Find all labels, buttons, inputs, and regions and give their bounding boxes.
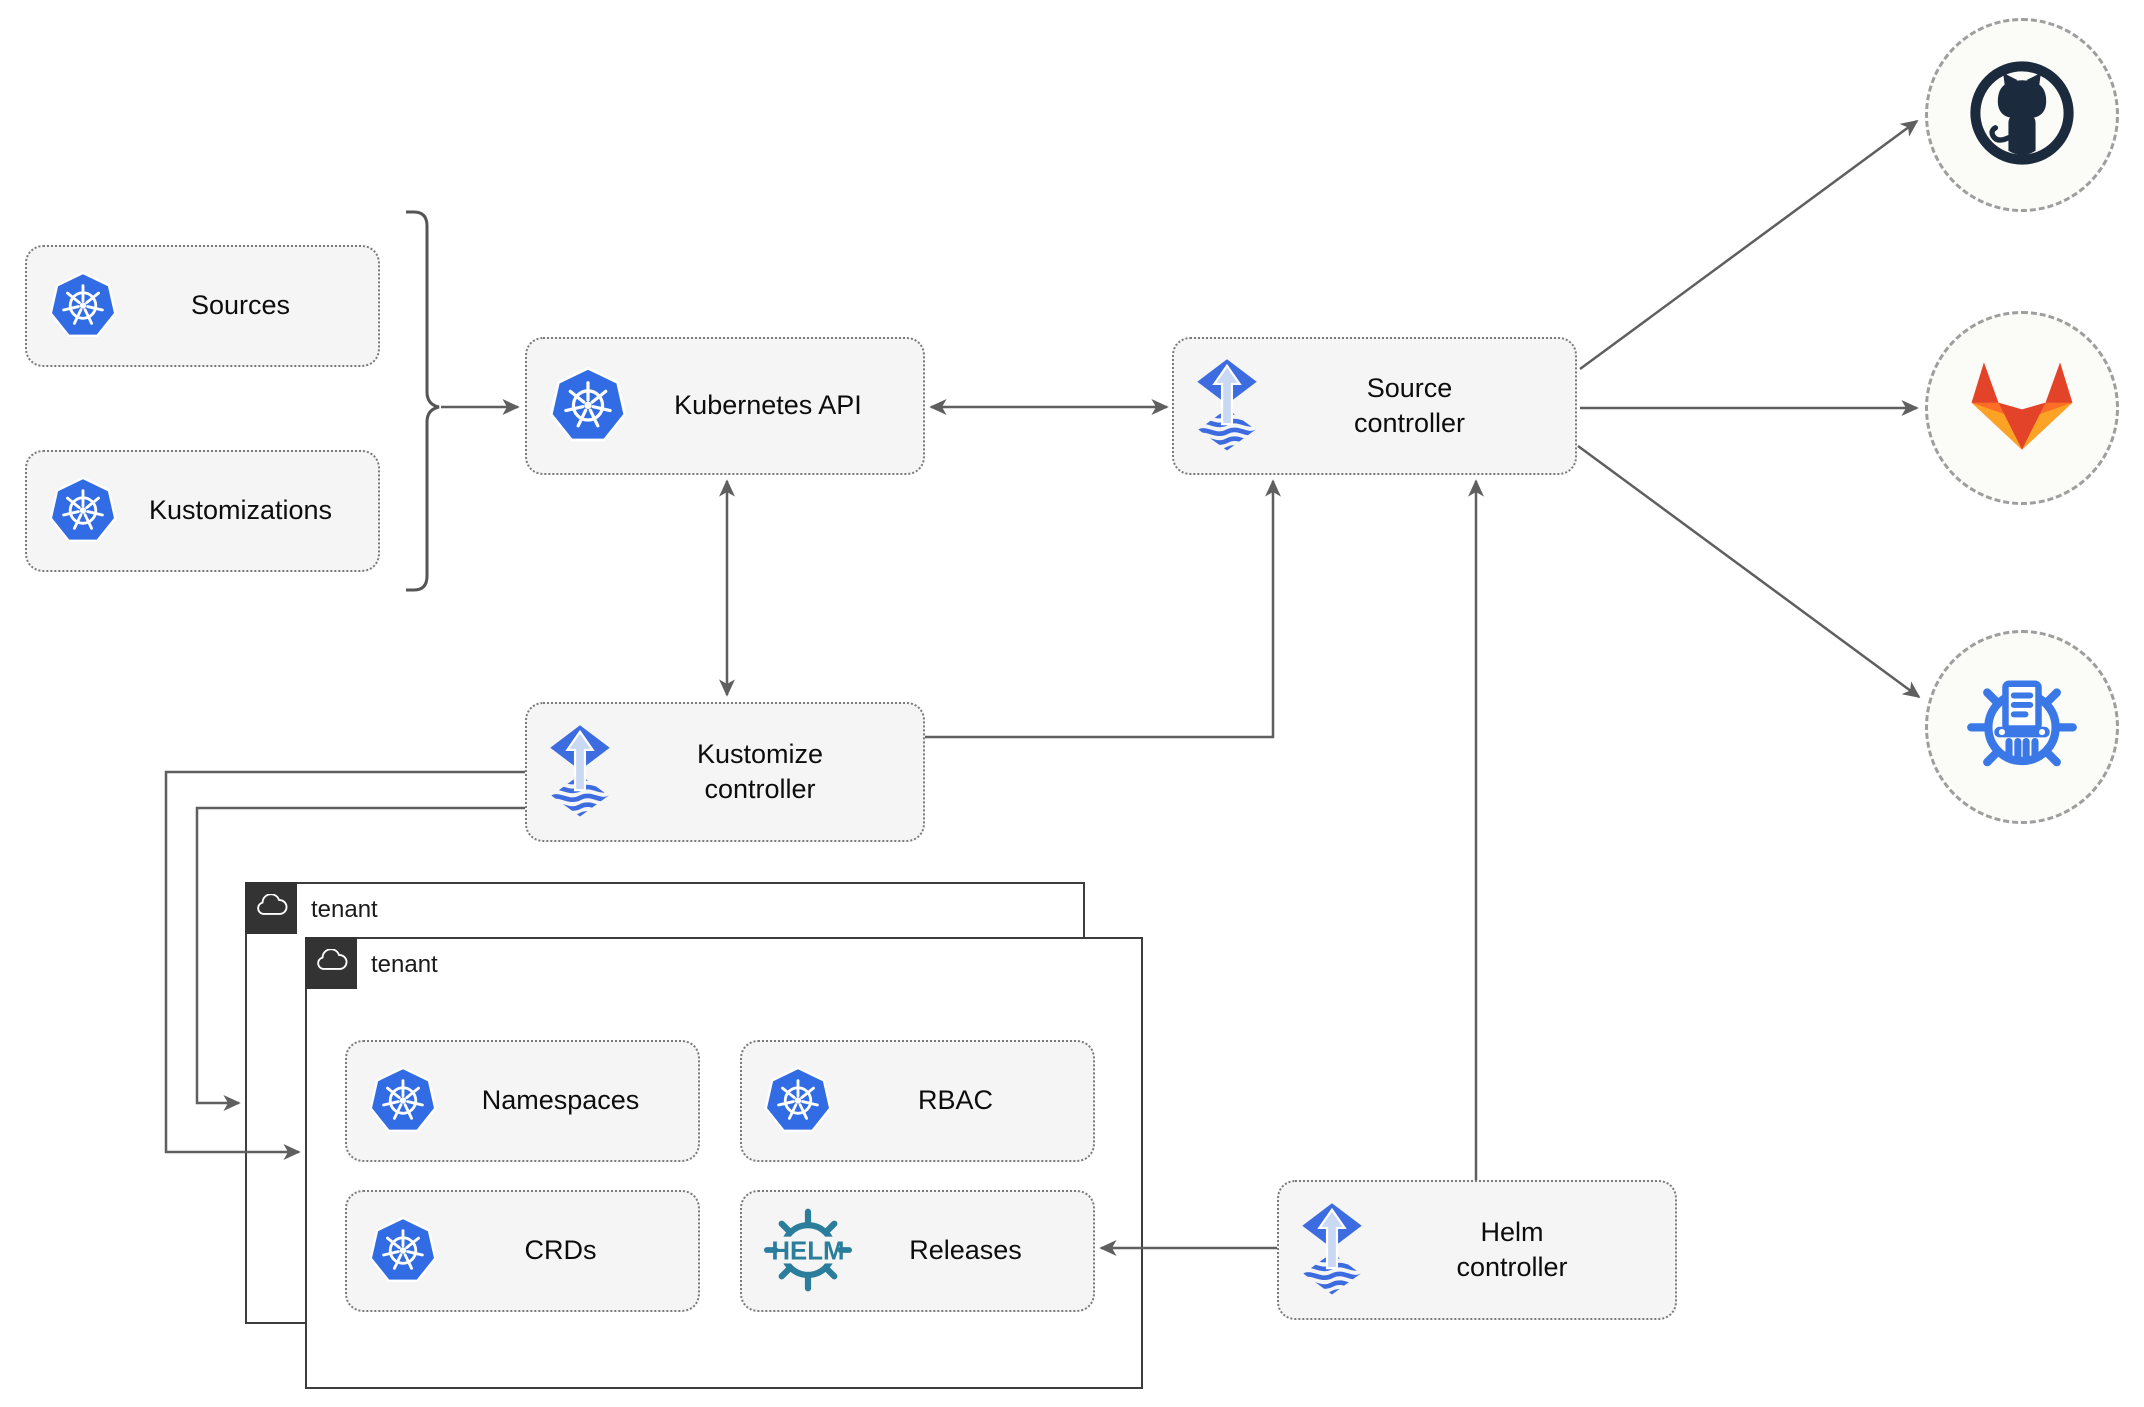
node-helm-controller: Helm controller — [1277, 1180, 1677, 1320]
node-sources: Sources — [25, 245, 380, 367]
node-namespaces: Namespaces — [345, 1040, 700, 1162]
node-label: Kubernetes API — [674, 390, 862, 421]
node-label: Sources — [190, 290, 291, 321]
node-rbac: RBAC — [740, 1040, 1095, 1162]
flux-icon — [547, 724, 613, 821]
node-kustomizations: Kustomizations — [25, 450, 380, 572]
kubernetes-icon — [47, 476, 119, 546]
helm-icon: HELM — [762, 1207, 854, 1295]
tenant-label: tenant — [371, 951, 438, 978]
kubernetes-icon — [547, 366, 629, 446]
kubernetes-icon — [367, 1066, 439, 1136]
chartmuseum-icon — [1963, 666, 2081, 789]
node-releases: HELM Releases — [740, 1190, 1095, 1312]
kubernetes-icon — [47, 271, 119, 341]
flux-icon — [1299, 1202, 1365, 1299]
tenant-tab — [244, 881, 297, 934]
tenant-label: tenant — [311, 896, 378, 923]
node-label: RBAC — [917, 1085, 993, 1116]
node-kubernetes-api: Kubernetes API — [525, 337, 925, 475]
node-label: Kustomize controller — [696, 738, 824, 804]
github-icon — [1963, 54, 2081, 177]
kubernetes-icon — [762, 1066, 834, 1136]
connector-source-controller-to-github — [1579, 119, 1919, 371]
node-kustomize-controller: Kustomize controller — [525, 702, 925, 842]
helm-logo-text: HELM — [771, 1238, 844, 1266]
node-label: Kustomizations — [148, 495, 333, 526]
node-crds: CRDs — [345, 1190, 700, 1312]
tenant-tab — [304, 936, 357, 989]
node-label: Namespaces — [481, 1085, 640, 1116]
connector-source-controller-to-helm-repository — [1577, 444, 1921, 699]
flux-icon — [1194, 358, 1260, 455]
helm-repository-node — [1925, 630, 2119, 824]
kubernetes-icon — [367, 1216, 439, 1286]
node-label: Helm controller — [1456, 1216, 1568, 1282]
node-label: CRDs — [524, 1235, 597, 1266]
gitlab-node — [1925, 311, 2119, 505]
gitlab-icon — [1966, 360, 2078, 457]
node-label: Source controller — [1353, 372, 1466, 438]
cloud-icon — [254, 892, 288, 922]
github-node — [1925, 18, 2119, 212]
connector-kustomize-controller-to-source-controller — [925, 479, 1281, 739]
cloud-icon — [314, 947, 348, 977]
node-source-controller: Source controller — [1172, 337, 1577, 475]
brace-sources-group — [406, 210, 440, 592]
node-label: Releases — [909, 1235, 1022, 1266]
tenant-box-inner: tenant — [304, 936, 1143, 1389]
